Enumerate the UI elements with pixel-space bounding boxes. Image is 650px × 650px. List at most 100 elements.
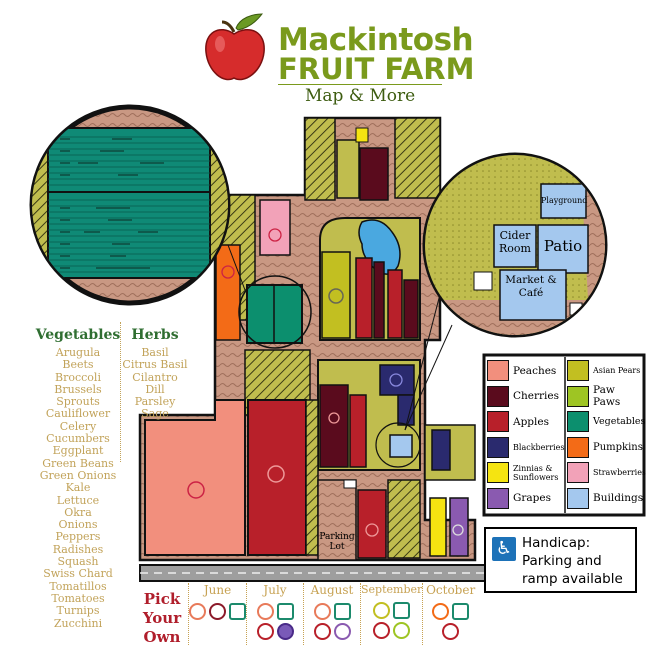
- legend: [482, 353, 646, 517]
- cherries-field-lower: [319, 384, 349, 468]
- list-item: Zucchini: [53, 616, 103, 630]
- cherries-field-top: [359, 147, 389, 201]
- restroom-icon: [473, 271, 493, 291]
- asian-pears-field: [321, 251, 351, 339]
- pumpkins-field: [215, 244, 241, 341]
- list-item: Arugula: [55, 346, 101, 359]
- pawpaw-icon: [567, 385, 589, 407]
- apples-field-large: [247, 399, 307, 556]
- peach-icon: [487, 360, 509, 382]
- handicap-line-3: ramp available: [522, 571, 623, 587]
- vegetable-icon: [452, 603, 470, 620]
- legend-item: Paw Paws: [567, 384, 643, 410]
- list-item: Cucumbers: [46, 432, 110, 446]
- vegetable-icon: [229, 603, 246, 620]
- legend-item: Grapes: [487, 486, 567, 512]
- herbs-heading: Herbs: [131, 327, 179, 343]
- pawpaw-icon: [393, 622, 411, 639]
- pick-your-own-timeline: June July August September: [188, 583, 478, 645]
- blackberry-icon: [276, 623, 294, 640]
- cherry-icon: [209, 603, 226, 620]
- patio-label: Patio: [543, 237, 583, 255]
- vegetable-icon: [276, 603, 294, 620]
- building-icon: [567, 487, 589, 509]
- legend-item: Vegetables: [567, 409, 645, 435]
- peach-icon: [313, 603, 331, 620]
- grape-icon: [487, 487, 509, 509]
- logo: [200, 10, 270, 84]
- subtitle-rule: [278, 84, 442, 85]
- list-item: Okra: [64, 505, 92, 519]
- market-cafe-building: [499, 269, 567, 321]
- blackberries-field: [379, 364, 415, 396]
- playground-label: Playground: [541, 196, 588, 205]
- list-item: Kale: [65, 481, 91, 495]
- list-item: Basil: [141, 346, 169, 359]
- vegetables-heading: Vegetables: [35, 327, 121, 343]
- cherry-icon: [487, 385, 509, 407]
- grape-icon: [333, 623, 351, 640]
- legend-item: Strawberries: [567, 460, 646, 486]
- cider-room-building: [493, 224, 537, 268]
- list-item: Tomatillos: [49, 579, 107, 593]
- list-item: Cilantro: [132, 370, 178, 384]
- parking-lot: [317, 479, 357, 561]
- farm-name: Mackintosh: [278, 22, 474, 58]
- list-item: Dill: [145, 382, 165, 396]
- legend-entries: Peaches Asian Pears Cherries Paw Paws Ap…: [487, 358, 646, 513]
- peach-icon: [256, 603, 274, 620]
- legend-item: Pumpkins: [567, 435, 643, 461]
- list-item: Onions: [58, 518, 98, 532]
- vegetable-rows-zoom: [29, 104, 231, 306]
- legend-item: Cherries: [487, 384, 567, 410]
- legend-item: Buildings: [567, 486, 643, 512]
- list-item: Broccoli: [55, 370, 101, 384]
- month-october: October: [422, 583, 478, 645]
- market-cafe-label: Market & Café: [505, 274, 557, 299]
- month-june: June: [188, 583, 246, 645]
- legend-item: Zinnias & Sunflowers: [487, 460, 567, 486]
- buildings-zoom: [422, 152, 608, 338]
- list-item: Squash: [57, 555, 99, 569]
- apples-field-mid-2: [387, 269, 403, 339]
- vegetable-icon: [393, 602, 411, 619]
- handicap-info: ♿ Handicap: Parking and ramp available: [484, 527, 637, 593]
- list-item: Beets: [62, 358, 94, 372]
- pear-icon: [373, 602, 391, 619]
- list-item: Parsley: [134, 395, 176, 409]
- month-label: July: [263, 583, 287, 597]
- playground-building: [540, 183, 587, 219]
- list-item: Citrus Basil: [122, 358, 188, 372]
- handicap-line-1: Handicap:: [522, 535, 591, 551]
- sunflower-icon: [487, 462, 509, 484]
- vegetable-icon: [567, 411, 589, 433]
- month-september: September: [360, 583, 422, 645]
- apples-field-mid-1: [355, 257, 373, 339]
- buildings-cluster: [389, 434, 413, 458]
- cider-room-label: Cider Room: [499, 229, 531, 255]
- handicap-line-2: Parking and: [522, 553, 602, 569]
- grapes-field: [449, 497, 469, 557]
- legend-item: Asian Pears: [567, 358, 643, 384]
- strawberries-field: [259, 199, 291, 256]
- list-item: Peppers: [55, 530, 101, 544]
- vegetable-icon: [333, 603, 351, 620]
- list-item: Green Onions: [39, 468, 117, 482]
- month-august: August: [303, 583, 360, 645]
- list-divider: [120, 322, 121, 462]
- farm-name-fruit-farm: FRUIT FARM: [278, 52, 475, 86]
- pumpkin-icon: [432, 603, 450, 620]
- pick-your-own-label: Pick Your Own: [142, 590, 182, 646]
- apple-marker: [267, 465, 285, 483]
- herbs-list: Herbs Basil Citrus Basil Cilantro Dill P…: [118, 326, 192, 421]
- apple-icon: [313, 623, 331, 640]
- list-item: Brussels Sprouts: [54, 382, 102, 409]
- peaches-field-large: [144, 399, 246, 556]
- pumpkin-icon: [567, 436, 589, 458]
- list-item: Tomatoes: [51, 591, 105, 605]
- list-item: Eggplant: [52, 444, 104, 458]
- list-item: Turnips: [56, 604, 100, 618]
- peach-marker: [187, 481, 205, 499]
- apple-icon: [256, 623, 274, 640]
